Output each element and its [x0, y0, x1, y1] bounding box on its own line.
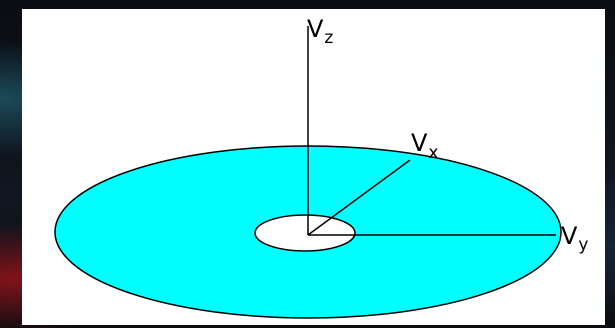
central-hole [254, 214, 356, 252]
diagram-panel: Vz Vx Vy [22, 9, 605, 325]
velocity-disk-diagram: Vz Vx Vy [54, 15, 588, 319]
vx-label: Vx [411, 129, 438, 163]
vx-axis-line [307, 159, 411, 236]
vy-label: Vy [561, 222, 588, 255]
vz-label: Vz [307, 15, 333, 48]
